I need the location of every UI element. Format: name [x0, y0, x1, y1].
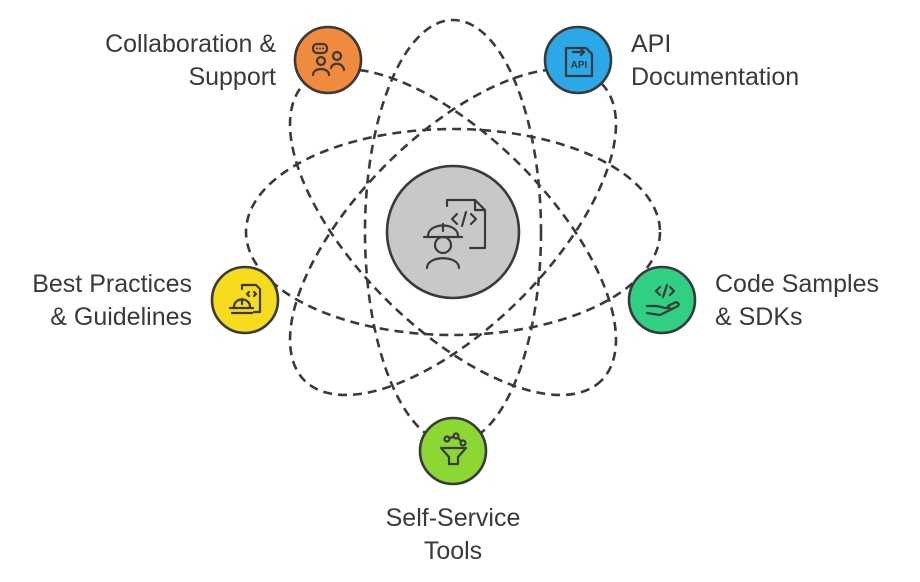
label-api-line-1: API: [631, 30, 672, 58]
node-self-service: [418, 416, 488, 486]
label-code-line-2: & SDKs: [715, 303, 803, 331]
people-chat-icon: [311, 42, 346, 77]
label-best-practices: Best Practices & Guidelines: [32, 268, 192, 334]
document-hardhat-icon: [228, 283, 262, 315]
center-node: [385, 164, 521, 300]
node-circle-code-samples: [627, 265, 697, 335]
node-collaboration: [293, 25, 363, 95]
node-best-practices: [210, 265, 280, 335]
label-api-documentation: API Documentation: [631, 28, 799, 94]
developer-icon: [422, 198, 487, 270]
api-document-icon: API: [564, 46, 594, 78]
orbit-horizontal: [244, 127, 662, 337]
label-collaboration-line-2: Support: [188, 63, 276, 91]
node-circle-api-documentation: [543, 25, 613, 95]
node-api-documentation: API: [543, 25, 613, 95]
funnel-network-icon: [439, 432, 468, 466]
label-api-line-2: Documentation: [631, 63, 800, 91]
label-code-line-1: Code Samples: [715, 270, 879, 298]
label-self-service: Self-Service Tools: [353, 502, 553, 568]
label-collaboration-line-1: Collaboration &: [105, 30, 276, 58]
center-circle: [385, 164, 521, 300]
node-circle-self-service: [418, 416, 488, 486]
label-code-samples: Code Samples & SDKs: [715, 268, 879, 334]
label-self-line-2: Tools: [423, 537, 483, 565]
label-collaboration: Collaboration & Support: [105, 28, 276, 94]
svg-text:API: API: [571, 60, 588, 71]
label-best-line-2: & Guidelines: [50, 303, 192, 331]
hand-code-icon: [645, 283, 680, 317]
label-best-line-1: Best Practices: [32, 270, 192, 298]
label-self-line-1: Self-Service: [385, 504, 521, 532]
node-code-samples: [627, 265, 697, 335]
node-circle-collaboration: [293, 25, 363, 95]
